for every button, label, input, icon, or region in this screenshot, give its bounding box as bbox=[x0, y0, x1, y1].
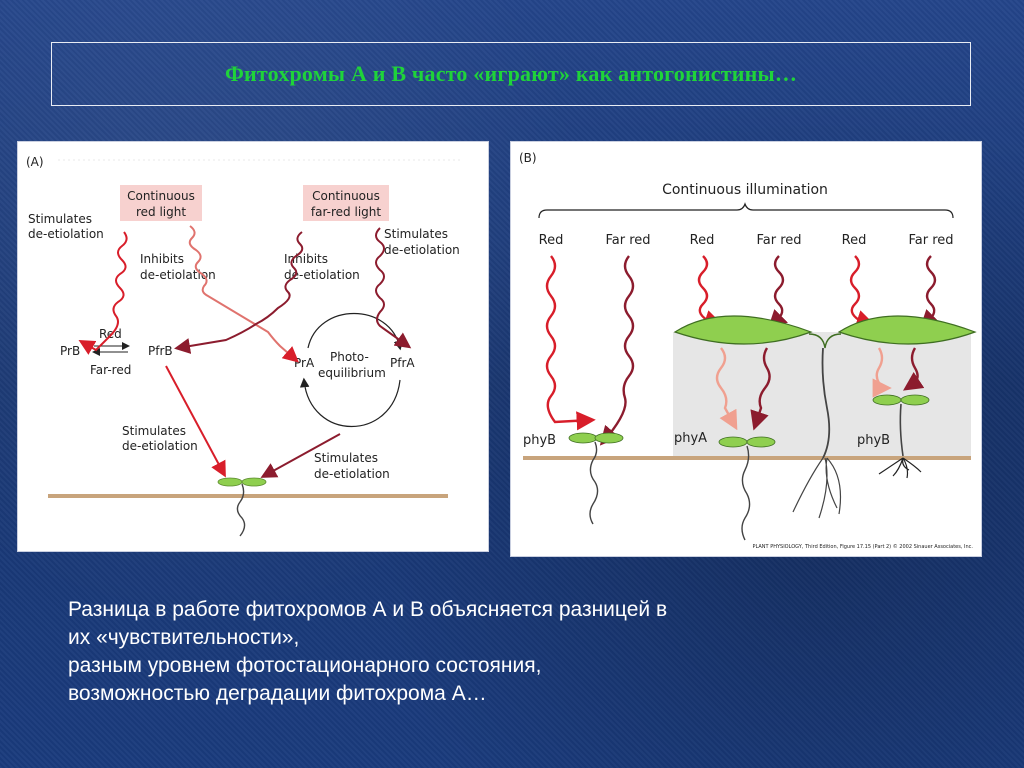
light-label-4: Far red bbox=[756, 233, 801, 248]
red-filtered-arrow-3 bbox=[872, 347, 892, 398]
seedling-b3 bbox=[872, 394, 930, 479]
body-line-4: возможностью деградации фитохрома А… bbox=[68, 682, 487, 705]
farred-arrow-3 bbox=[919, 255, 940, 330]
panel-b-diagram: (B) Continuous illumination Red Far red … bbox=[510, 141, 982, 557]
canopy-plant bbox=[673, 315, 977, 519]
panel-b-svg: (B) Continuous illumination Red Far red … bbox=[519, 151, 977, 550]
slide-title: Фитохромы А и В часто «играют» как антог… bbox=[224, 61, 798, 86]
figure-credit: PLANT PHYSIOLOGY, Third Edition, Figure … bbox=[752, 543, 973, 550]
light-label-5: Red bbox=[842, 233, 867, 248]
photo-eq-2: equilibrium bbox=[318, 366, 386, 380]
panel-a-diagram: (A) Continuous red light Continuous far-… bbox=[17, 141, 489, 552]
farred-through-arrow-2 bbox=[750, 347, 771, 431]
pfrb-to-seedling-arrow bbox=[165, 365, 226, 478]
photo-eq-1: Photo- bbox=[330, 350, 369, 364]
inhibits-left-2: de-etiolation bbox=[140, 268, 216, 282]
light-label-3: Red bbox=[690, 233, 715, 248]
seedling-b1 bbox=[568, 432, 624, 525]
stim-left-2: de-etiolation bbox=[28, 227, 104, 241]
red-arrow-1 bbox=[545, 255, 596, 431]
stim-right-2: de-etiolation bbox=[384, 243, 460, 257]
stim-bottom-2: de-etiolation bbox=[314, 467, 390, 481]
panel-b-label: (B) bbox=[519, 151, 537, 165]
label-pra: PrA bbox=[294, 356, 315, 370]
panel-a-label: (A) bbox=[26, 155, 44, 169]
box-red-line1: Continuous bbox=[127, 189, 195, 203]
label-far-red: Far-red bbox=[90, 363, 131, 377]
label-pfra: PfrA bbox=[390, 356, 415, 370]
continuous-red-box bbox=[120, 185, 202, 221]
body-line-1: Разница в работе фитохромов А и В объясн… bbox=[68, 598, 668, 621]
body-line-2: их «чувствительности», bbox=[68, 626, 300, 649]
inhibits-left-1: Inhibits bbox=[140, 252, 184, 266]
red-to-prb-arrow bbox=[78, 231, 128, 355]
light-label-6: Far red bbox=[908, 233, 953, 248]
slide-body-text: Разница в работе фитохромов А и В объясн… bbox=[68, 596, 968, 708]
box-red-line2: red light bbox=[136, 205, 186, 219]
stim-bottom-1: Stimulates bbox=[314, 451, 378, 465]
body-line-3: разным уровнем фотостационарного состоян… bbox=[68, 654, 542, 677]
red-arrow-3 bbox=[849, 255, 876, 329]
farred-arrow-2 bbox=[767, 255, 788, 330]
title-box: Фитохромы А и В часто «играют» как антог… bbox=[51, 42, 971, 106]
phyb-label-2: phyB bbox=[857, 433, 890, 448]
stim-mid-1: Stimulates bbox=[122, 424, 186, 438]
seedling-a bbox=[217, 477, 267, 537]
seedling-b2 bbox=[718, 436, 776, 541]
stim-mid-2: de-etiolation bbox=[122, 439, 198, 453]
stim-right-1: Stimulates bbox=[384, 227, 448, 241]
stim-left-1: Stimulates bbox=[28, 212, 92, 226]
inhibits-right-2: de-etiolation bbox=[284, 268, 360, 282]
continuous-illumination: Continuous illumination bbox=[662, 182, 828, 198]
box-farred-line2: far-red light bbox=[311, 205, 381, 219]
light-label-2: Far red bbox=[605, 233, 650, 248]
phyb-label-1: phyB bbox=[523, 433, 556, 448]
red-filtered-arrow-2 bbox=[715, 347, 738, 431]
illumination-bracket bbox=[538, 202, 954, 219]
panel-a-svg: (A) Continuous red light Continuous far-… bbox=[26, 155, 460, 537]
box-farred-line1: Continuous bbox=[312, 189, 380, 203]
farred-through-arrow-3 bbox=[903, 347, 925, 391]
farred-to-pfra-arrow bbox=[375, 227, 412, 349]
farred-inhibits-arrow bbox=[174, 231, 304, 354]
phya-label: phyA bbox=[674, 431, 707, 446]
red-inhibits-arrow bbox=[188, 225, 300, 363]
inhibits-right-1: Inhibits bbox=[284, 252, 328, 266]
label-pfrb: PfrB bbox=[148, 344, 173, 358]
label-prb: PrB bbox=[60, 344, 80, 358]
label-red: Red bbox=[99, 327, 122, 341]
pfra-to-seedling-arrow bbox=[260, 433, 341, 478]
light-label-1: Red bbox=[539, 233, 564, 248]
red-arrow-2 bbox=[697, 255, 724, 329]
farred-arrow-1 bbox=[599, 255, 635, 446]
continuous-farred-box bbox=[303, 185, 389, 221]
